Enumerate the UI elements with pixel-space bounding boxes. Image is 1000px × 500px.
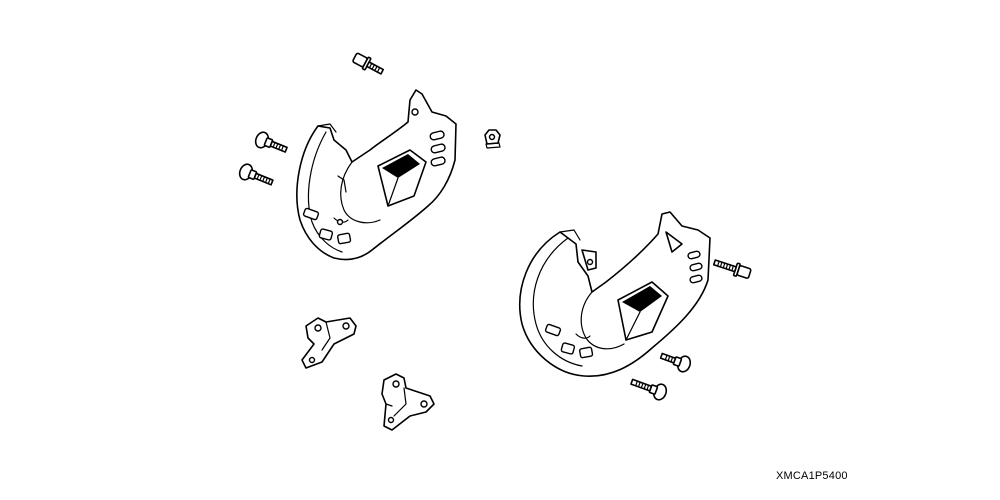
right-guard-plate [518,211,711,377]
washer-bolt-left-lower [238,163,274,186]
washer-bolt-right-upper [659,352,692,373]
flange-nut [484,129,501,149]
mounting-bracket-lower [381,373,435,431]
washer-bolt-left-upper [254,131,288,153]
reference-code: XMCA1P5400 [776,470,848,482]
mounting-bracket-upper [301,317,357,369]
flange-bolt-top [352,52,385,75]
washer-bolt-right-lower [630,378,668,401]
flange-bolt-right [712,259,752,279]
left-guard-plate [296,89,457,261]
